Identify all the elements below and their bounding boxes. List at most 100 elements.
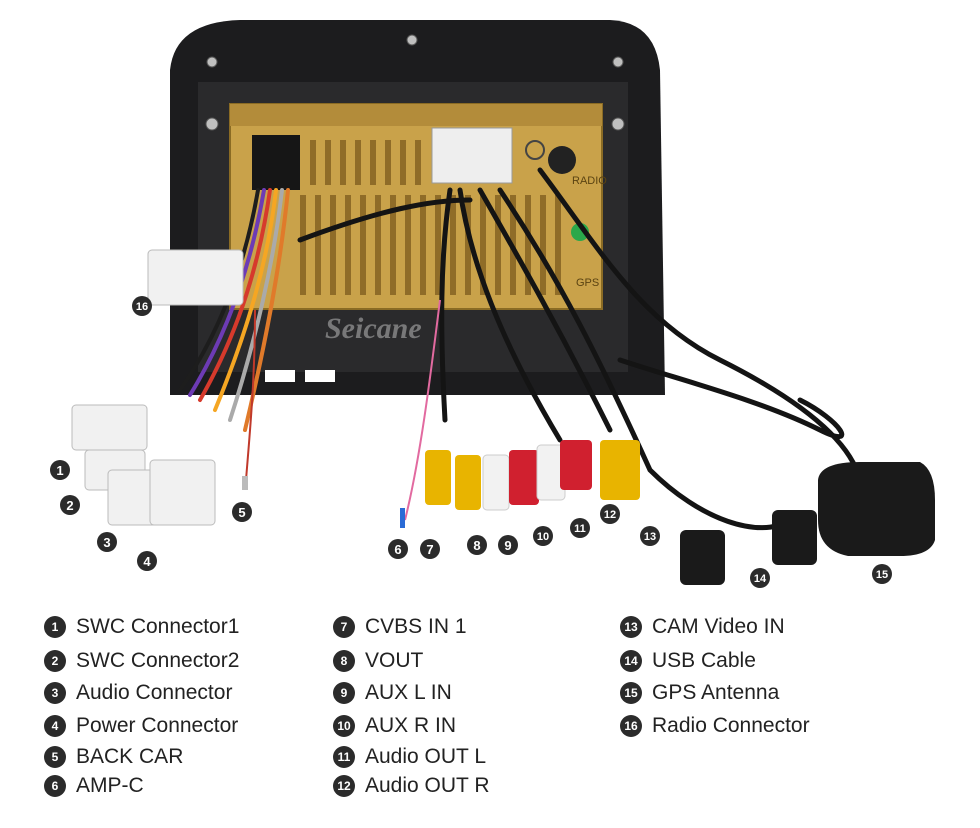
legend-badge: 14 bbox=[620, 650, 642, 672]
svg-text:8: 8 bbox=[473, 538, 480, 553]
legend-item-10: 10 AUX R IN bbox=[333, 713, 456, 739]
svg-text:15: 15 bbox=[876, 569, 888, 581]
legend-badge: 15 bbox=[620, 682, 642, 704]
gps-puck bbox=[818, 462, 935, 556]
radio-label: RADIO bbox=[572, 175, 607, 187]
legend-label: GPS Antenna bbox=[652, 681, 780, 704]
legend-label: CVBS IN 1 bbox=[365, 615, 467, 638]
housing-slot-1 bbox=[265, 370, 295, 382]
callout-10: 10 bbox=[533, 526, 553, 546]
callout-3: 3 bbox=[97, 532, 117, 552]
screws bbox=[205, 34, 625, 131]
usb-ends bbox=[680, 510, 817, 585]
legend-badge: 6 bbox=[44, 775, 66, 797]
svg-text:9: 9 bbox=[504, 538, 511, 553]
legend-label: AUX L IN bbox=[365, 681, 452, 704]
callout-4: 4 bbox=[137, 551, 157, 571]
svg-text:3: 3 bbox=[103, 535, 110, 550]
antenna-socket bbox=[548, 146, 576, 174]
legend-badge: 12 bbox=[333, 775, 355, 797]
legend-item-14: 14 USB Cable bbox=[620, 648, 756, 674]
legend-item-4: 4 Power Connector bbox=[44, 713, 238, 739]
svg-text:16: 16 bbox=[136, 301, 148, 313]
legend-label: AUX R IN bbox=[365, 714, 457, 737]
svg-text:11: 11 bbox=[574, 523, 586, 535]
legend-item-6: 6 AMP-C bbox=[44, 773, 144, 799]
legend-badge: 10 bbox=[333, 715, 355, 737]
callout-14: 14 bbox=[750, 568, 770, 588]
callout-8: 8 bbox=[467, 535, 487, 555]
legend-label: Radio Connector bbox=[652, 714, 810, 737]
radio-socket bbox=[525, 140, 545, 160]
legend-item-12: 12 Audio OUT R bbox=[333, 773, 490, 799]
blue-tip bbox=[400, 508, 405, 528]
legend-badge: 11 bbox=[333, 746, 355, 768]
legend-badge: 2 bbox=[44, 650, 66, 672]
legend-label: AMP-C bbox=[76, 774, 144, 797]
svg-text:12: 12 bbox=[604, 509, 616, 521]
black-cables bbox=[297, 167, 863, 531]
legend-label: SWC Connector1 bbox=[76, 615, 240, 638]
svg-text:14: 14 bbox=[754, 573, 767, 585]
legend-badge: 8 bbox=[333, 650, 355, 672]
head-unit-photo: RADIO GPS Seicane bbox=[50, 20, 935, 588]
callout-11: 11 bbox=[570, 518, 590, 538]
legend-badge: 16 bbox=[620, 715, 642, 737]
legend-label: USB Cable bbox=[652, 649, 756, 672]
legend-badge: 1 bbox=[44, 616, 66, 638]
legend-label: VOUT bbox=[365, 649, 424, 672]
legend-item-9: 9 AUX L IN bbox=[333, 680, 452, 706]
svg-text:4: 4 bbox=[143, 554, 151, 569]
gps-label: GPS bbox=[576, 277, 599, 289]
legend-badge: 7 bbox=[333, 616, 355, 638]
legend-badge: 5 bbox=[44, 746, 66, 768]
back-car-tip bbox=[242, 476, 248, 490]
rca-plugs bbox=[425, 440, 640, 511]
legend-item-2: 2 SWC Connector2 bbox=[44, 648, 239, 674]
legend-badge: 4 bbox=[44, 715, 66, 737]
callout-5: 5 bbox=[232, 502, 252, 522]
legend-badge: 3 bbox=[44, 682, 66, 704]
legend-label: Power Connector bbox=[76, 714, 239, 737]
callout-13: 13 bbox=[640, 526, 660, 546]
callout-9: 9 bbox=[498, 535, 518, 555]
legend-label: SWC Connector2 bbox=[76, 649, 240, 672]
chassis-top-band bbox=[230, 104, 602, 126]
svg-text:7: 7 bbox=[426, 542, 433, 557]
svg-text:6: 6 bbox=[394, 542, 401, 557]
legend-item-15: 15 GPS Antenna bbox=[620, 680, 779, 706]
callout-12: 12 bbox=[600, 504, 620, 524]
legend-item-1: 1 SWC Connector1 bbox=[44, 614, 239, 640]
legend-label: Audio Connector bbox=[76, 681, 233, 704]
legend-item-8: 8 VOUT bbox=[333, 648, 423, 674]
legend-label: CAM Video IN bbox=[652, 615, 785, 638]
callout-7: 7 bbox=[420, 539, 440, 559]
svg-text:2: 2 bbox=[66, 498, 73, 513]
callout-15: 15 bbox=[872, 564, 892, 584]
harness-connectors bbox=[71, 404, 216, 526]
legend-item-16: 16 Radio Connector bbox=[620, 713, 810, 739]
legend-label: Audio OUT R bbox=[365, 774, 490, 797]
pink-wire bbox=[404, 299, 441, 521]
housing-slot-2 bbox=[305, 370, 335, 382]
watermark: Seicane bbox=[325, 312, 422, 345]
svg-text:5: 5 bbox=[238, 505, 245, 520]
connector-block-left bbox=[252, 135, 300, 190]
svg-text:10: 10 bbox=[537, 531, 549, 543]
legend-badge: 9 bbox=[333, 682, 355, 704]
legend-badge: 13 bbox=[620, 616, 642, 638]
callout-1: 1 bbox=[50, 460, 70, 480]
connector-block-right bbox=[431, 127, 513, 184]
radio-connector bbox=[147, 249, 244, 306]
svg-text:1: 1 bbox=[56, 463, 63, 478]
legend-item-13: 13 CAM Video IN bbox=[620, 614, 785, 640]
legend-item-3: 3 Audio Connector bbox=[44, 680, 232, 706]
legend-item-11: 11 Audio OUT L bbox=[333, 744, 486, 770]
back-car-wire bbox=[245, 309, 256, 481]
legend-label: BACK CAR bbox=[76, 745, 184, 768]
legend-label: Audio OUT L bbox=[365, 745, 487, 768]
legend-item-5: 5 BACK CAR bbox=[44, 744, 183, 770]
svg-text:13: 13 bbox=[644, 531, 656, 543]
callout-6: 6 bbox=[388, 539, 408, 559]
callout-16: 16 bbox=[132, 296, 152, 316]
